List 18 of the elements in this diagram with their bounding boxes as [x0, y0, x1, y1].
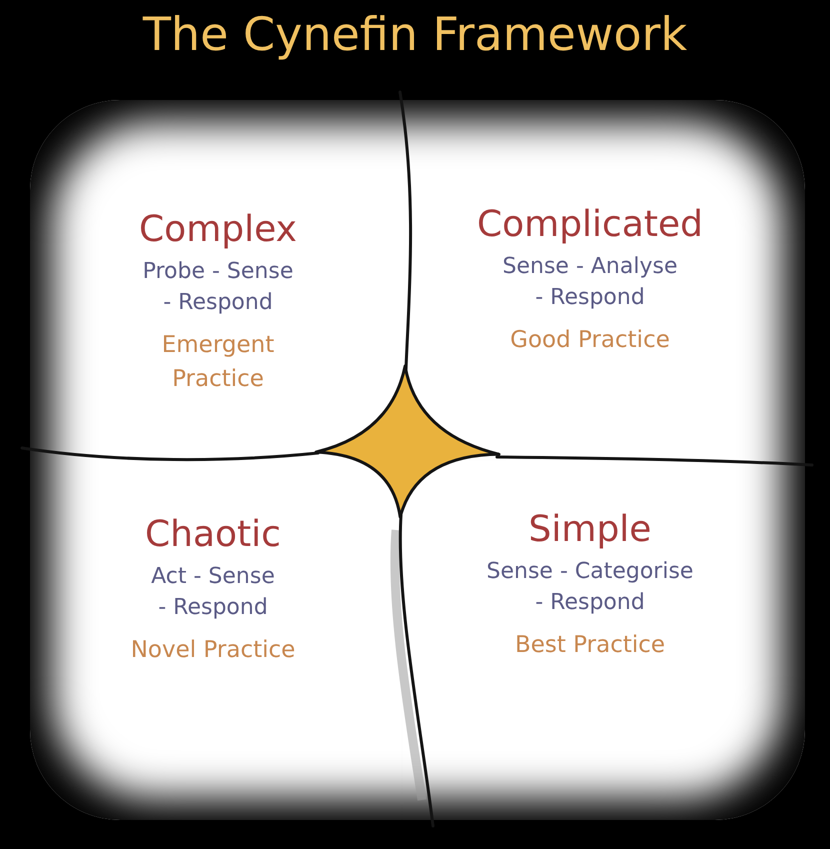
quadrant-panel: [30, 455, 402, 820]
quadrant-panel: [405, 100, 805, 460]
quadrant-panel: [402, 460, 805, 820]
center-star: [312, 362, 503, 521]
domain-heading: Complicated: [476, 203, 704, 247]
domain-heading: Chaotic: [145, 513, 281, 557]
approach-text: Sense - Categorise - Respond: [486, 558, 694, 617]
practice-label: Good Practice: [510, 326, 670, 355]
approach-text: Sense - Analyse - Respond: [502, 253, 678, 312]
approach-text: Probe - Sense - Respond: [142, 258, 294, 317]
approach-text: Act - Sense - Respond: [150, 563, 276, 622]
domain-heading: Complex: [139, 208, 297, 252]
practice-label: Emergent Practice: [160, 331, 276, 394]
domain-heading: Simple: [528, 508, 652, 552]
practice-label: Best Practice: [514, 631, 666, 660]
quadrant-panel: [30, 100, 405, 455]
title: The Cynefin Framework: [142, 6, 688, 62]
practice-label: Novel Practice: [130, 636, 296, 665]
